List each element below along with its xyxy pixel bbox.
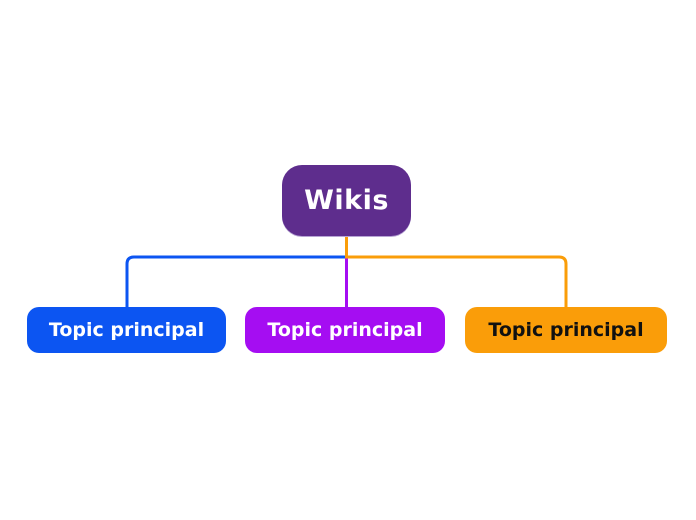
- main-topic-node-middle[interactable]: Topic principal: [245, 307, 445, 353]
- main-topic-label: Topic principal: [48, 319, 205, 341]
- root-topic-label: Wikis: [304, 185, 389, 216]
- main-topic-node-right[interactable]: Topic principal: [465, 307, 667, 353]
- connector-right: [345, 236, 568, 307]
- main-topic-label: Topic principal: [267, 319, 423, 341]
- main-topic-label: Topic principal: [488, 319, 644, 341]
- main-topic-node-left[interactable]: Topic principal: [27, 307, 226, 353]
- root-topic-node[interactable]: Wikis: [282, 165, 411, 236]
- connector-left: [125, 236, 348, 307]
